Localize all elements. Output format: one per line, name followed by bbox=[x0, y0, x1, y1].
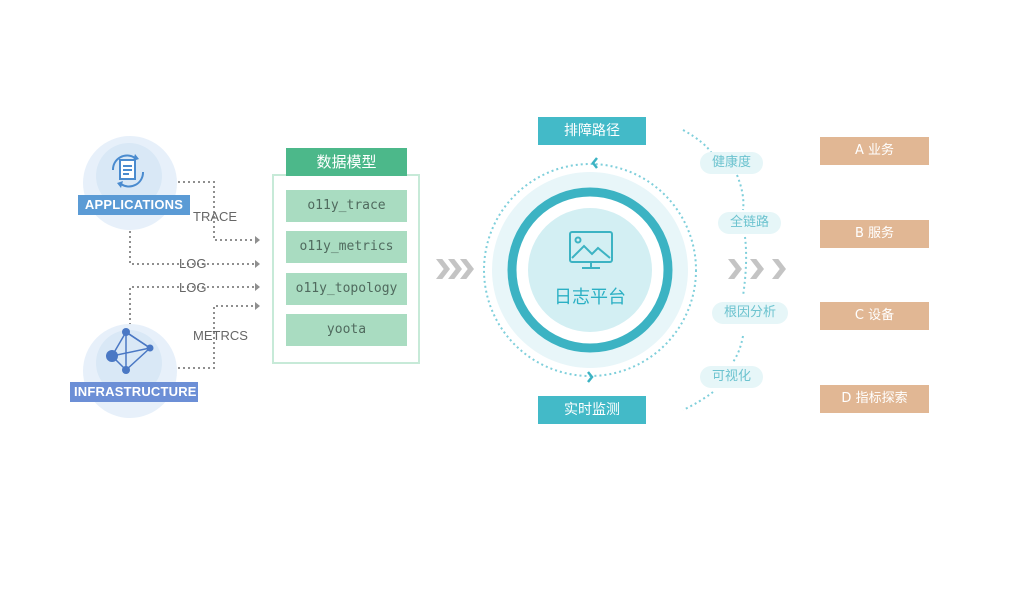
output-service: B 服务 bbox=[820, 220, 929, 248]
model-item-trace: o11y_trace bbox=[286, 190, 407, 222]
hub-core bbox=[528, 208, 652, 332]
pill-visualization: 可视化 bbox=[700, 366, 764, 388]
applications-label: APPLICATIONS bbox=[78, 195, 190, 215]
ring-top-arrow-icon bbox=[591, 157, 598, 169]
log-top-connector bbox=[129, 226, 255, 265]
pill-full-link: 全链路 bbox=[718, 212, 782, 234]
source-connectors bbox=[129, 181, 255, 369]
output-metric-explore: D 指标探索 bbox=[820, 385, 929, 413]
monitor-image-icon bbox=[569, 231, 613, 269]
metrics-connector bbox=[178, 305, 255, 369]
metrics-label: METRCS bbox=[193, 328, 248, 343]
connector-arrowheads bbox=[255, 236, 260, 310]
output-device: C 设备 bbox=[820, 302, 929, 330]
model-item-topology: o11y_topology bbox=[286, 273, 407, 305]
network-nodes-icon bbox=[106, 328, 154, 374]
ring-bottom-arrow-icon bbox=[587, 371, 594, 383]
log-top-label: LOG bbox=[179, 256, 207, 271]
model-item-yoota: yoota bbox=[286, 314, 407, 346]
model-item-metrics: o11y_metrics bbox=[286, 231, 407, 263]
log-bottom-connector bbox=[129, 286, 255, 325]
hub-title: 日志平台 bbox=[554, 287, 626, 308]
infrastructure-label: INFRASTRUCTURE bbox=[70, 382, 198, 402]
pill-root-cause: 根因分析 bbox=[712, 302, 789, 324]
trace-connector bbox=[178, 181, 255, 241]
hub-top-tag: 排障路径 bbox=[538, 117, 646, 145]
output-business: A 业务 bbox=[820, 137, 929, 165]
documents-cycle-icon bbox=[111, 154, 145, 188]
log-bottom-label: LOG bbox=[179, 280, 207, 295]
hub-bottom-tag: 实时监测 bbox=[538, 396, 646, 424]
data-model-title: 数据模型 bbox=[286, 148, 407, 176]
pill-health: 健康度 bbox=[700, 152, 764, 174]
trace-label: TRACE bbox=[193, 209, 238, 224]
